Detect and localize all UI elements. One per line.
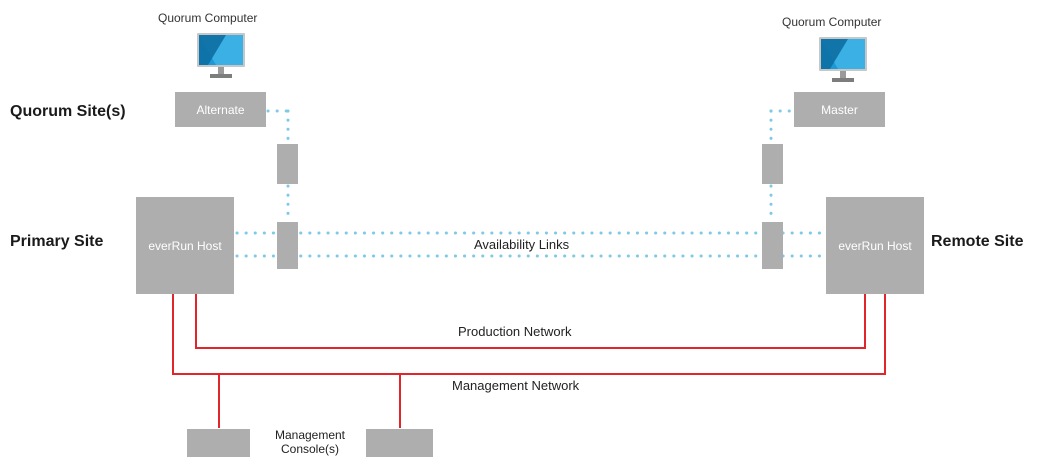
computer-monitor-icon (818, 36, 868, 84)
switch-quorum-right (762, 144, 783, 184)
management-network-label: Management Network (452, 378, 580, 393)
everrun-host-left: everRun Host (136, 197, 234, 294)
switch-host-left (277, 222, 298, 269)
quorum-site-label: Quorum Site(s) (10, 103, 126, 120)
management-network-line (172, 294, 886, 375)
everrun-host-right: everRun Host (826, 197, 924, 294)
availability-links-label: Availability Links (472, 237, 572, 252)
availability-links (235, 109, 827, 258)
quorum-computer-right-label: Quorum Computer (782, 15, 882, 29)
management-console-right (366, 429, 433, 457)
alternate-quorum-box: Alternate (175, 92, 266, 127)
remote-site-label: Remote Site (931, 233, 1024, 250)
management-console-label: Management Console(s) (274, 428, 346, 456)
production-network-label: Production Network (458, 324, 572, 339)
computer-monitor-icon (196, 32, 246, 80)
switch-quorum-left (277, 144, 298, 184)
management-console-left (187, 429, 250, 457)
quorum-computer-left-label: Quorum Computer (158, 11, 258, 25)
primary-site-label: Primary Site (10, 233, 104, 250)
master-quorum-box: Master (794, 92, 885, 127)
switch-host-right (762, 222, 783, 269)
production-network-line (195, 294, 866, 349)
